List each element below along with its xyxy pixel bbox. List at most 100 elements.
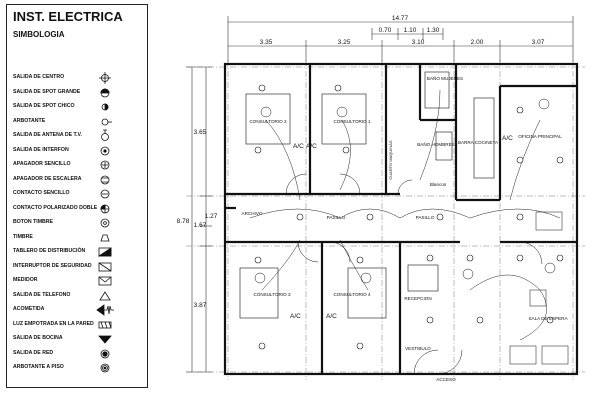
legend-item: SALIDA DE TELEFONO <box>7 289 147 303</box>
legend-item: SALIDA DE CENTRO <box>7 71 147 85</box>
legend-item-label: TABLERO DE DISTRIBUCIÓN <box>13 248 86 254</box>
dim-width-2: 3.25 <box>338 39 351 46</box>
legend-item: SALIDA DE INTERFON <box>7 144 147 158</box>
room-label-recepcion: RECEPCION <box>404 296 431 301</box>
room-labels: CONSULTORIO 2 CONSULTORIO 1 CONSULTORIO … <box>242 75 569 382</box>
dim-width-7: 2.00 <box>471 39 484 46</box>
legend-item: SALIDA DE SPOT GRANDE <box>7 86 147 100</box>
ac-label: A/C <box>293 143 304 150</box>
legend-item-label: APAGADOR SENCILLO <box>13 161 71 167</box>
room-label-archivo: ARCHIVO <box>242 211 263 216</box>
legend-item: LUZ EMPOTRADA EN LA PARED <box>7 318 147 332</box>
dimension-lines <box>186 16 574 373</box>
tv-antenna-icon <box>101 129 109 141</box>
legend-item-label: SALIDA DE SPOT CHICO <box>13 103 75 109</box>
room-label-sala-espera: SALA DE ESPERA <box>528 316 568 321</box>
legend-item-label: CONTACTO SENCILLO <box>13 190 70 196</box>
meter-icon <box>98 276 112 286</box>
legend-item-label: INTERRUPTOR DE SEGURIDAD <box>13 262 92 269</box>
legend-item-label: CONTACTO POLARIZADO DOBLE <box>13 204 98 211</box>
room-label-blancos: Blancos <box>430 182 447 187</box>
legend-item-label: APAGADOR DE ESCALERA <box>13 175 82 182</box>
legend-item-label: SALIDA DE CENTRO <box>13 74 65 80</box>
stair-switch-icon <box>100 175 110 184</box>
doors <box>285 173 543 375</box>
room-label-acceso: ACCESO <box>436 377 456 382</box>
legend-item-label: ARBOTANTE <box>13 117 46 124</box>
room-label-oficina-principal: OFICINA PRINCIPAL <box>518 134 562 139</box>
axis-lines <box>186 60 585 380</box>
legend-item-label: TIMBRE <box>13 233 33 240</box>
ac-label: A/C <box>290 313 301 320</box>
furniture <box>254 98 569 365</box>
fixtures <box>254 84 564 350</box>
legend-item: ARBOTANTE <box>7 115 147 129</box>
legend-item: TIMBRE <box>7 231 147 245</box>
intercom-icon <box>100 146 110 155</box>
bell-icon <box>100 234 110 241</box>
dim-height-4: 3.87 <box>194 302 207 309</box>
legend-subtitle: SIMBOLOGIA <box>13 30 65 39</box>
floor-plan: 14.77 3.35 3.25 0.70 1.10 1.30 3.10 2.00… <box>177 15 585 382</box>
dim-height-3: 1.67 <box>194 222 207 229</box>
legend-item: APAGADOR DE ESCALERA <box>7 173 147 187</box>
legend-item: APAGADOR SENCILLO <box>7 158 147 172</box>
network-outlet-icon <box>100 349 110 358</box>
legend-item-label: BOTON TIMBRE <box>13 219 53 225</box>
room-label-barra-cocineta: BARRA COCINETA <box>458 140 499 145</box>
legend-item-label: MEDIDOR <box>13 277 38 283</box>
wall-lamp-icon <box>101 118 112 125</box>
dim-width-5: 1.30 <box>427 27 440 34</box>
double-outlet-icon <box>100 204 110 213</box>
room-label-pasillo-1: PASILLO <box>327 215 346 220</box>
legend-item-label: ACOMETIDA <box>13 306 45 312</box>
legend-item: SALIDA DE ANTENA DE T.V. <box>7 129 147 143</box>
legend-item-label: SALIDA DE BOCINA <box>13 335 63 341</box>
legend-title: INST. ELECTRICA <box>13 9 123 24</box>
floor-lamp-icon <box>100 363 110 373</box>
legend-item: BOTON TIMBRE <box>7 216 147 230</box>
large-spot-icon <box>100 88 110 97</box>
legend-item-label: SALIDA DE INTERFON <box>13 146 69 153</box>
room-label-bano-hombres: BAÑO HOMBRES <box>417 141 455 147</box>
dimension-labels: 14.77 3.35 3.25 0.70 1.10 1.30 3.10 2.00… <box>177 15 545 309</box>
room-label-consultorio-4: CONSULTORIO 4 <box>333 292 371 297</box>
recessed-wall-light-icon <box>98 321 112 328</box>
legend-item: ACOMETIDA <box>7 303 147 317</box>
small-spot-icon <box>101 103 109 111</box>
legend-item: SALIDA DE SPOT CHICO <box>7 100 147 114</box>
legend-item: SALIDA DE RED <box>7 347 147 361</box>
legend-panel: INST. ELECTRICA SIMBOLOGIA SALIDA DE CEN… <box>6 4 148 388</box>
room-label-bano-mujeres: BAÑO MUJERES <box>427 75 463 81</box>
walls <box>223 62 579 376</box>
legend-item: CONTACTO SENCILLO <box>7 187 147 201</box>
legend-item-label: LUZ EMPOTRADA EN LA PARED <box>13 320 94 327</box>
speaker-outlet-icon <box>98 335 112 344</box>
room-label-vestibulo: VESTIBULO <box>405 346 431 351</box>
dim-height-1: 3.65 <box>194 129 207 136</box>
ac-labels: A/C A/C A/C A/C A/C <box>290 135 513 320</box>
dim-width-8: 3.07 <box>532 39 545 46</box>
legend-item: TABLERO DE DISTRIBUCIÓN <box>7 245 147 259</box>
room-label-consultorio-2: CONSULTORIO 2 <box>249 119 287 124</box>
legend-item: SALIDA DE BOCINA <box>7 332 147 346</box>
circuits <box>249 89 561 341</box>
room-blocks <box>239 71 495 319</box>
dim-width-6: 3.10 <box>412 39 425 46</box>
legend-item-label: SALIDA DE TELEFONO <box>13 291 71 298</box>
dim-width-1: 3.35 <box>260 39 273 46</box>
legend-item-label: ARBOTANTE A PISO <box>13 364 64 370</box>
service-drop-icon <box>96 304 114 316</box>
dim-height-2: 1.27 <box>205 213 218 220</box>
room-label-pasillo-2: PASILLO <box>416 215 435 220</box>
room-label-cuarto-maquinas: CUARTO MAQUINAS <box>388 140 393 180</box>
room-label-consultorio-3: CONSULTORIO 3 <box>253 292 291 297</box>
dim-width-3: 0.70 <box>379 27 392 34</box>
dim-total-width: 14.77 <box>392 15 409 22</box>
safety-switch-icon <box>98 262 112 271</box>
dim-width-4: 1.10 <box>404 27 417 34</box>
ac-label: A/C <box>326 313 337 320</box>
single-switch-icon <box>100 160 110 170</box>
legend-item: CONTACTO POLARIZADO DOBLE <box>7 202 147 216</box>
ac-label: A/C <box>306 143 317 150</box>
